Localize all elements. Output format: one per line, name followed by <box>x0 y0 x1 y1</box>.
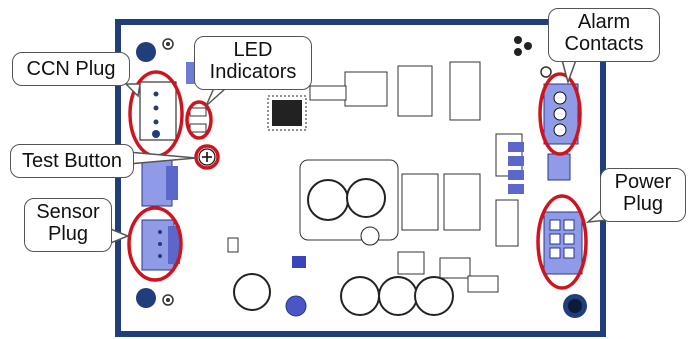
alarm-contacts-callout: Alarm Contacts <box>548 8 660 62</box>
sensor-plug-highlight <box>127 206 183 282</box>
mounting-hole-icon <box>136 38 174 62</box>
side-connector <box>141 159 178 207</box>
resistor-stack <box>508 142 524 194</box>
mounting-hole-icon <box>514 36 552 78</box>
component-blocks <box>227 61 523 293</box>
power-plug-label-line2: Plug <box>622 193 664 215</box>
sensor-plug-label-line2: Plug <box>47 223 89 245</box>
test-button-label: Test Button <box>21 150 123 172</box>
mounting-hole-icon <box>136 288 174 308</box>
power-plug-connector <box>543 211 583 275</box>
plus-circle-icon <box>198 148 216 166</box>
led-indicators-highlight <box>185 100 213 140</box>
capacitors <box>233 178 454 316</box>
alarm-contacts-highlight <box>538 72 582 156</box>
led-indicators-callout: LED Indicators <box>194 36 312 90</box>
test-button-highlight <box>194 144 220 170</box>
alarm-contacts-label-line2: Contacts <box>564 33 644 55</box>
sensor-plug-callout: Sensor Plug <box>24 198 112 252</box>
power-plug-callout: Power Plug <box>600 168 686 222</box>
small-chips <box>285 153 571 317</box>
led-indicators-label-line1: LED <box>233 39 273 61</box>
alarm-contacts-label-line1: Alarm <box>577 11 631 33</box>
power-plug-label-line1: Power <box>614 171 672 193</box>
mounting-hole-icon <box>563 294 587 318</box>
led-indicators-label-line2: Indicators <box>209 61 297 83</box>
test-button-callout: Test Button <box>10 144 134 178</box>
alarm-contacts-terminal <box>543 83 579 145</box>
ccn-plug-label: CCN Plug <box>26 58 116 80</box>
ccn-plug-callout: CCN Plug <box>12 52 130 86</box>
ccn-connector <box>139 81 177 141</box>
power-plug-highlight <box>536 194 588 290</box>
microcontroller-chip <box>267 95 307 131</box>
sensor-plug-label-line1: Sensor <box>36 201 100 223</box>
sensor-connector <box>141 219 180 271</box>
